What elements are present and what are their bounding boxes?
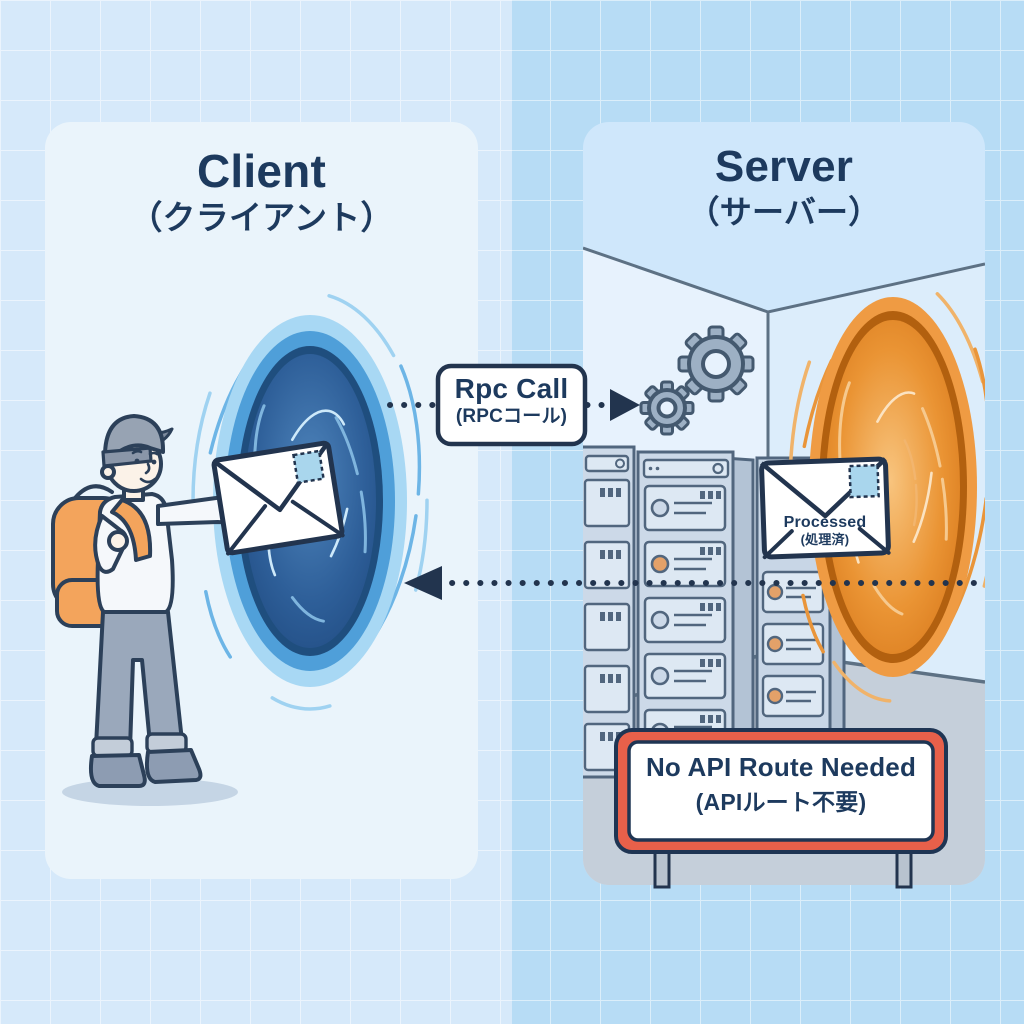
rpc-call-label: Rpc Call [454,373,569,404]
response-arrow-icon [404,566,987,600]
rpc-call-box [435,363,588,447]
server-portal-icon [788,271,985,703]
shoe [144,748,203,784]
arrowhead-right [610,389,640,421]
processed-sublabel: (処理済) [800,532,850,547]
sign-face [627,740,935,842]
client-panel-subtitle: （クライアント） [129,199,394,236]
beanie [102,414,166,461]
client-panel-title: Client [197,145,326,197]
signboard [614,728,948,889]
face [131,449,159,484]
processed-envelope-icon [759,456,891,560]
stamp-icon [292,449,325,485]
arrowhead-left [404,566,442,600]
gears-icon [639,325,755,436]
shoe [88,753,147,788]
server-rack [583,445,636,779]
person-shadow [62,778,238,806]
envelope-icon [211,440,345,556]
server-panel-title: Server [714,142,854,191]
server-panel-subtitle: （サーバー） [687,194,881,230]
sign-title: No API Route Needed [645,752,917,782]
stamp-icon [848,463,880,499]
request-arrow-icon [387,389,640,421]
sign-subtitle: (APIルート不要) [695,789,867,815]
server-rack [636,450,755,774]
person-illustration [51,414,246,806]
backpack-strap [110,498,153,562]
processed-label: Processed [783,514,867,531]
rpc-call-sublabel: (RPCコール) [455,406,568,427]
